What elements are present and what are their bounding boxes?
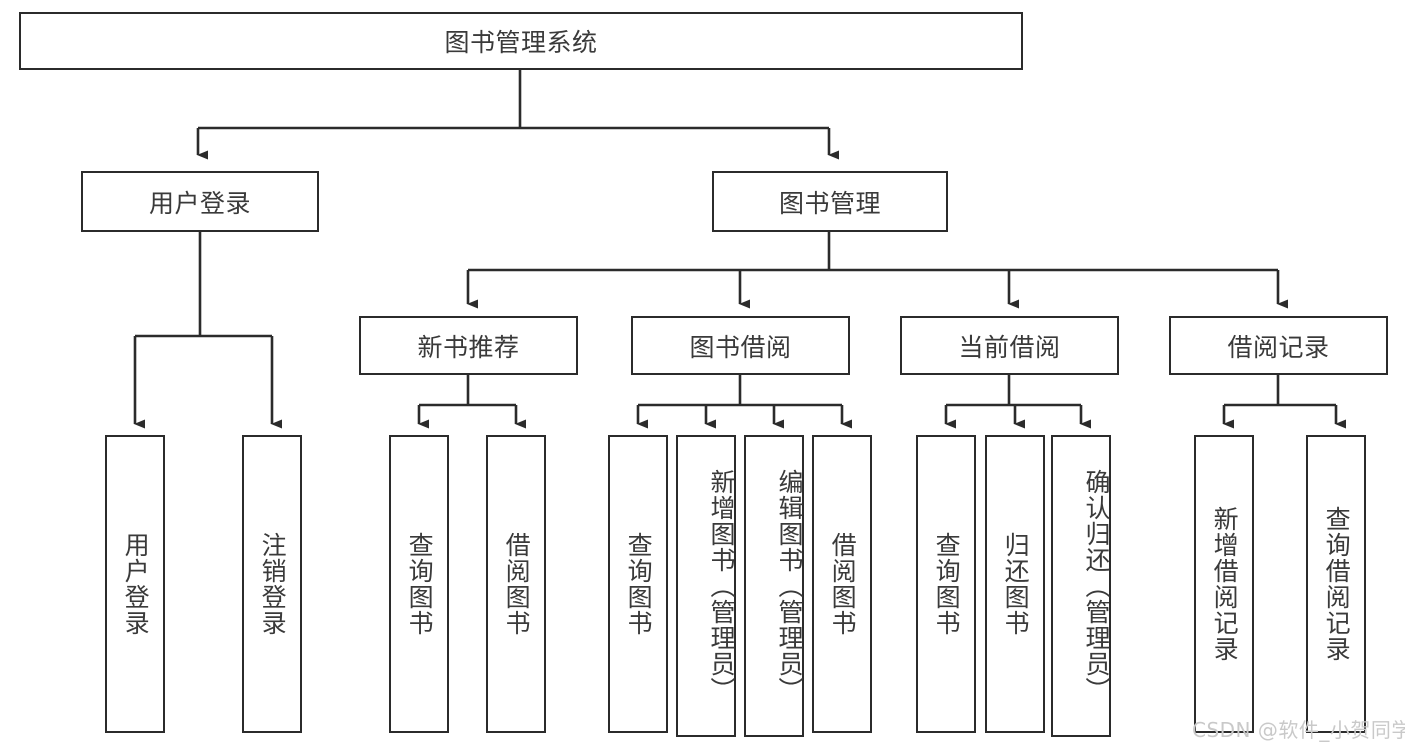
node-root-library-management-system[interactable]: 图书管理系统 — [19, 12, 1023, 70]
node-label: 编辑图书（管理员） — [775, 469, 804, 703]
node-label: 图书借阅 — [689, 332, 792, 362]
node-leaf-return-book[interactable]: 归还图书 — [985, 435, 1045, 733]
node-label: 归还图书 — [1001, 532, 1031, 636]
node-leaf-query-book-current[interactable]: 查询图书 — [916, 435, 976, 733]
node-label: 新增借阅记录 — [1210, 506, 1240, 662]
node-label: 查询借阅记录 — [1322, 506, 1352, 662]
node-leaf-borrow-book[interactable]: 借阅图书 — [812, 435, 872, 733]
node-leaf-add-book-admin[interactable]: 新增图书（管理员） — [676, 435, 736, 737]
node-label: 新增图书（管理员） — [707, 469, 736, 703]
node-book-borrow[interactable]: 图书借阅 — [631, 316, 850, 375]
node-leaf-query-book-borrow[interactable]: 查询图书 — [608, 435, 668, 733]
node-leaf-add-borrow-record[interactable]: 新增借阅记录 — [1194, 435, 1254, 733]
node-label: 查询图书 — [405, 532, 435, 636]
node-label: 新书推荐 — [417, 332, 520, 362]
node-leaf-logout[interactable]: 注销登录 — [242, 435, 302, 733]
node-leaf-borrow-book-recommend[interactable]: 借阅图书 — [486, 435, 546, 733]
node-label: 借阅图书 — [502, 532, 532, 636]
node-leaf-edit-book-admin[interactable]: 编辑图书（管理员） — [744, 435, 804, 737]
node-label: 借阅图书 — [828, 532, 858, 636]
node-leaf-query-borrow-record[interactable]: 查询借阅记录 — [1306, 435, 1366, 733]
node-current-borrow[interactable]: 当前借阅 — [900, 316, 1119, 375]
node-label: 图书管理系统 — [444, 28, 598, 57]
watermark: CSDN @软件_小贺同学 — [1192, 718, 1405, 742]
node-new-book-recommend[interactable]: 新书推荐 — [359, 316, 578, 375]
node-label: 图书管理 — [778, 188, 881, 218]
node-label: 查询图书 — [932, 532, 962, 636]
node-borrow-record[interactable]: 借阅记录 — [1169, 316, 1388, 375]
node-leaf-user-login[interactable]: 用户登录 — [105, 435, 165, 733]
node-label: 用户登录 — [148, 188, 251, 218]
node-label: 当前借阅 — [958, 332, 1061, 362]
node-label: 注销登录 — [258, 532, 288, 636]
node-label: 用户登录 — [121, 532, 151, 636]
node-label: 确认归还（管理员） — [1082, 469, 1111, 703]
node-label: 查询图书 — [624, 532, 654, 636]
node-user-login[interactable]: 用户登录 — [81, 171, 319, 232]
node-book-management[interactable]: 图书管理 — [712, 171, 948, 232]
node-label: 借阅记录 — [1227, 332, 1330, 362]
node-leaf-confirm-return-admin[interactable]: 确认归还（管理员） — [1051, 435, 1111, 737]
node-leaf-query-book-recommend[interactable]: 查询图书 — [389, 435, 449, 733]
